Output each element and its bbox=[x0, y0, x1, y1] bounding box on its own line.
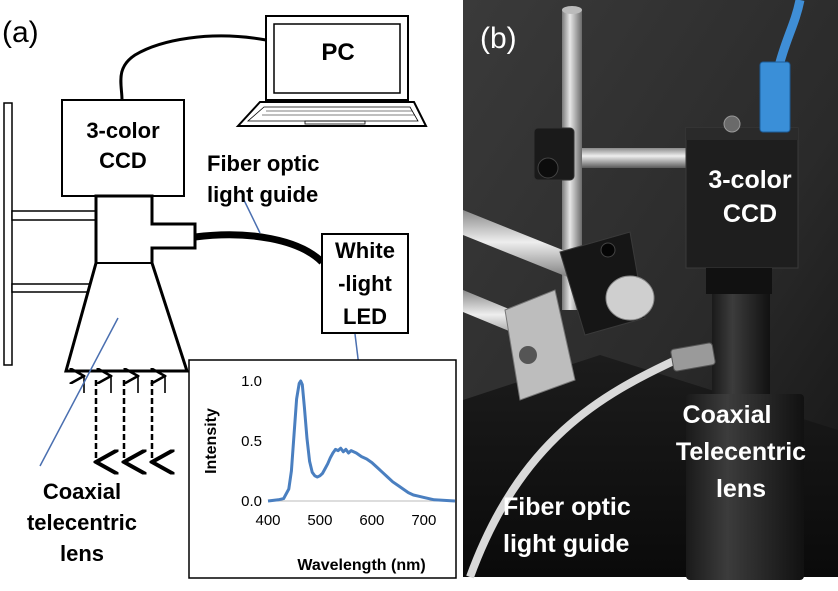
ccd-camera-body bbox=[685, 127, 799, 269]
panel-b-label: (b) bbox=[480, 22, 517, 55]
fiber-optic-cable bbox=[194, 231, 325, 265]
photo-fiber-label-line2: light guide bbox=[503, 530, 629, 558]
lens-label-line1: Coaxial bbox=[43, 479, 121, 504]
mount-hole-icon bbox=[600, 242, 616, 258]
pc-laptop-icon bbox=[235, 15, 428, 127]
photo-lens-label-line2: Telecentric bbox=[676, 438, 806, 466]
fiber-connector bbox=[670, 342, 716, 372]
x-tick-label: 600 bbox=[359, 512, 384, 529]
led-box bbox=[321, 233, 409, 334]
light-beam-arrows bbox=[84, 376, 165, 462]
panel-b-photo: (b) 3-color CCD Coaxial Telecentric lens… bbox=[463, 0, 838, 580]
spectrum-series-line bbox=[267, 379, 456, 503]
fiber-label-line1: Fiber optic bbox=[207, 151, 319, 176]
horizontal-rod-upper bbox=[582, 148, 702, 168]
photo-lens-label-line3: lens bbox=[716, 475, 766, 503]
lens-pointer-line bbox=[39, 317, 119, 467]
stand-arm-upper bbox=[11, 210, 105, 221]
led-label-line1: White bbox=[335, 238, 395, 263]
pc-label: PC bbox=[321, 39, 354, 66]
led-label-line2: -light bbox=[338, 271, 392, 296]
ccd-box bbox=[61, 99, 185, 197]
stand-post bbox=[3, 102, 13, 366]
fiber-cable-photo bbox=[466, 354, 682, 579]
clamp-knob bbox=[537, 157, 559, 179]
ccd-label-line2: CCD bbox=[99, 148, 147, 173]
camera-connector-icon bbox=[723, 115, 741, 133]
led-label-line3: LED bbox=[343, 304, 387, 329]
lens-label-line3: lens bbox=[60, 541, 104, 566]
lens-label-line2: telecentric bbox=[27, 510, 137, 535]
panel-a-schematic: (a) PC 3-color CCD Fiber optic light gui bbox=[2, 15, 457, 579]
x-tick-label: 400 bbox=[255, 512, 280, 529]
photo-lens-label-line1: Coaxial bbox=[683, 401, 772, 429]
lens-tube-upper bbox=[712, 294, 770, 394]
ccd-label-line1: 3-color bbox=[86, 118, 160, 143]
fiber-pointer-line bbox=[241, 195, 261, 234]
x-tick-label: 700 bbox=[411, 512, 436, 529]
x-tick-label: 500 bbox=[307, 512, 332, 529]
y-tick-label: 0.0 bbox=[241, 493, 262, 510]
y-axis-title: Intensity bbox=[203, 408, 220, 474]
clamp-screw-icon bbox=[519, 346, 537, 364]
fiber-label-line2: light guide bbox=[207, 182, 318, 207]
lens-tube-lower bbox=[686, 394, 804, 580]
x-axis-title: Wavelength (nm) bbox=[297, 557, 425, 574]
usb-cable bbox=[119, 34, 267, 101]
y-tick-label: 0.5 bbox=[241, 433, 262, 450]
ethernet-plug bbox=[759, 61, 791, 133]
photo-fiber-label-line1: Fiber optic bbox=[503, 493, 631, 521]
mount-rod-end bbox=[605, 275, 655, 321]
telecentric-lens-body bbox=[64, 194, 197, 373]
lens-collar bbox=[706, 268, 772, 294]
photo-ccd-label-line2: CCD bbox=[723, 200, 777, 228]
rod-top bbox=[562, 6, 582, 14]
metal-clamp-block bbox=[504, 289, 576, 401]
photo-ccd-label-line1: 3-color bbox=[708, 166, 792, 194]
spectrum-chart-frame bbox=[188, 359, 457, 579]
y-tick-label: 1.0 bbox=[241, 373, 262, 390]
panel-a-label: (a) bbox=[2, 16, 39, 49]
